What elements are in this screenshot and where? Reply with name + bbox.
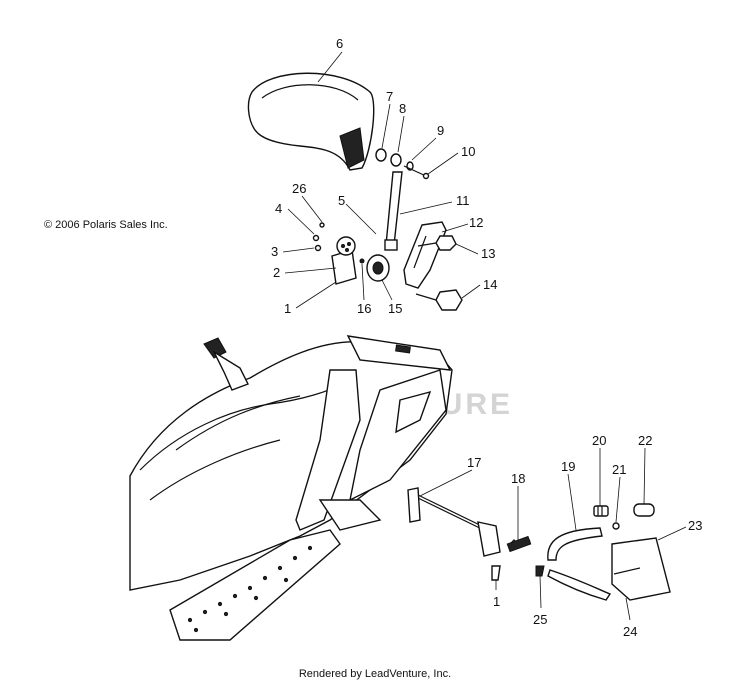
callout-16: 16	[357, 301, 371, 316]
backrest-pad	[247, 72, 375, 171]
bolt-10	[403, 165, 430, 180]
storage-bag-23	[611, 537, 671, 601]
callout-17: 17	[467, 455, 481, 470]
callout-7: 7	[386, 89, 393, 104]
callout-5: 5	[338, 193, 345, 208]
callout-13: 13	[481, 246, 495, 261]
spacer-15	[366, 254, 390, 282]
tube-19	[547, 527, 603, 561]
callout-10: 10	[461, 144, 475, 159]
clip-25	[535, 565, 545, 577]
bracket-12	[403, 221, 447, 289]
hose-24	[547, 569, 612, 601]
callout-12: 12	[469, 215, 483, 230]
leader-lines	[282, 51, 687, 621]
callout-2: 2	[273, 265, 280, 280]
knob-13	[417, 235, 457, 251]
plug-22	[633, 503, 655, 517]
callout-26: 26	[292, 181, 306, 196]
callout-9: 9	[437, 123, 444, 138]
callout-20: 20	[592, 433, 606, 448]
callout-19: 19	[561, 459, 575, 474]
screw-26	[319, 222, 325, 228]
callout-3: 3	[271, 244, 278, 259]
washer-8	[390, 153, 402, 167]
spring-18	[506, 535, 532, 553]
callout-4: 4	[275, 201, 282, 216]
callout-21: 21	[612, 462, 626, 477]
mount-plate-2	[331, 236, 357, 285]
callout-25: 25	[533, 612, 547, 627]
callout-24: 24	[623, 624, 637, 639]
callout-23: 23	[688, 518, 702, 533]
callout-labels: 6 7 8 9 10 11 12 13 14 15 16 26 5 4 3 2 …	[271, 36, 702, 639]
running-board	[169, 529, 341, 641]
callout-11: 11	[456, 193, 470, 208]
latch-rod-17	[407, 487, 501, 557]
clip-1-lower	[491, 565, 501, 581]
callout-15: 15	[388, 301, 402, 316]
screw-4	[312, 234, 320, 242]
seat-and-rack-assembly	[129, 335, 453, 591]
seat-latch-handle	[203, 337, 249, 391]
callout-18: 18	[511, 471, 525, 486]
callout-14: 14	[483, 277, 497, 292]
callout-1-upper: 1	[284, 301, 291, 316]
callout-8: 8	[399, 101, 406, 116]
clip-21	[612, 522, 620, 530]
callout-1-lower: 1	[493, 594, 500, 609]
knob-14	[415, 289, 463, 311]
nut-3	[314, 244, 322, 252]
copyright-notice: © 2006 Polaris Sales Inc.	[44, 219, 168, 231]
backrest-post	[384, 171, 403, 251]
rendered-by-footer: Rendered by LeadVenture, Inc.	[298, 668, 452, 680]
washer-7	[375, 148, 387, 162]
callout-6: 6	[336, 36, 343, 51]
callout-22: 22	[638, 433, 652, 448]
pin-16	[359, 258, 365, 264]
fitting-20	[593, 505, 609, 517]
